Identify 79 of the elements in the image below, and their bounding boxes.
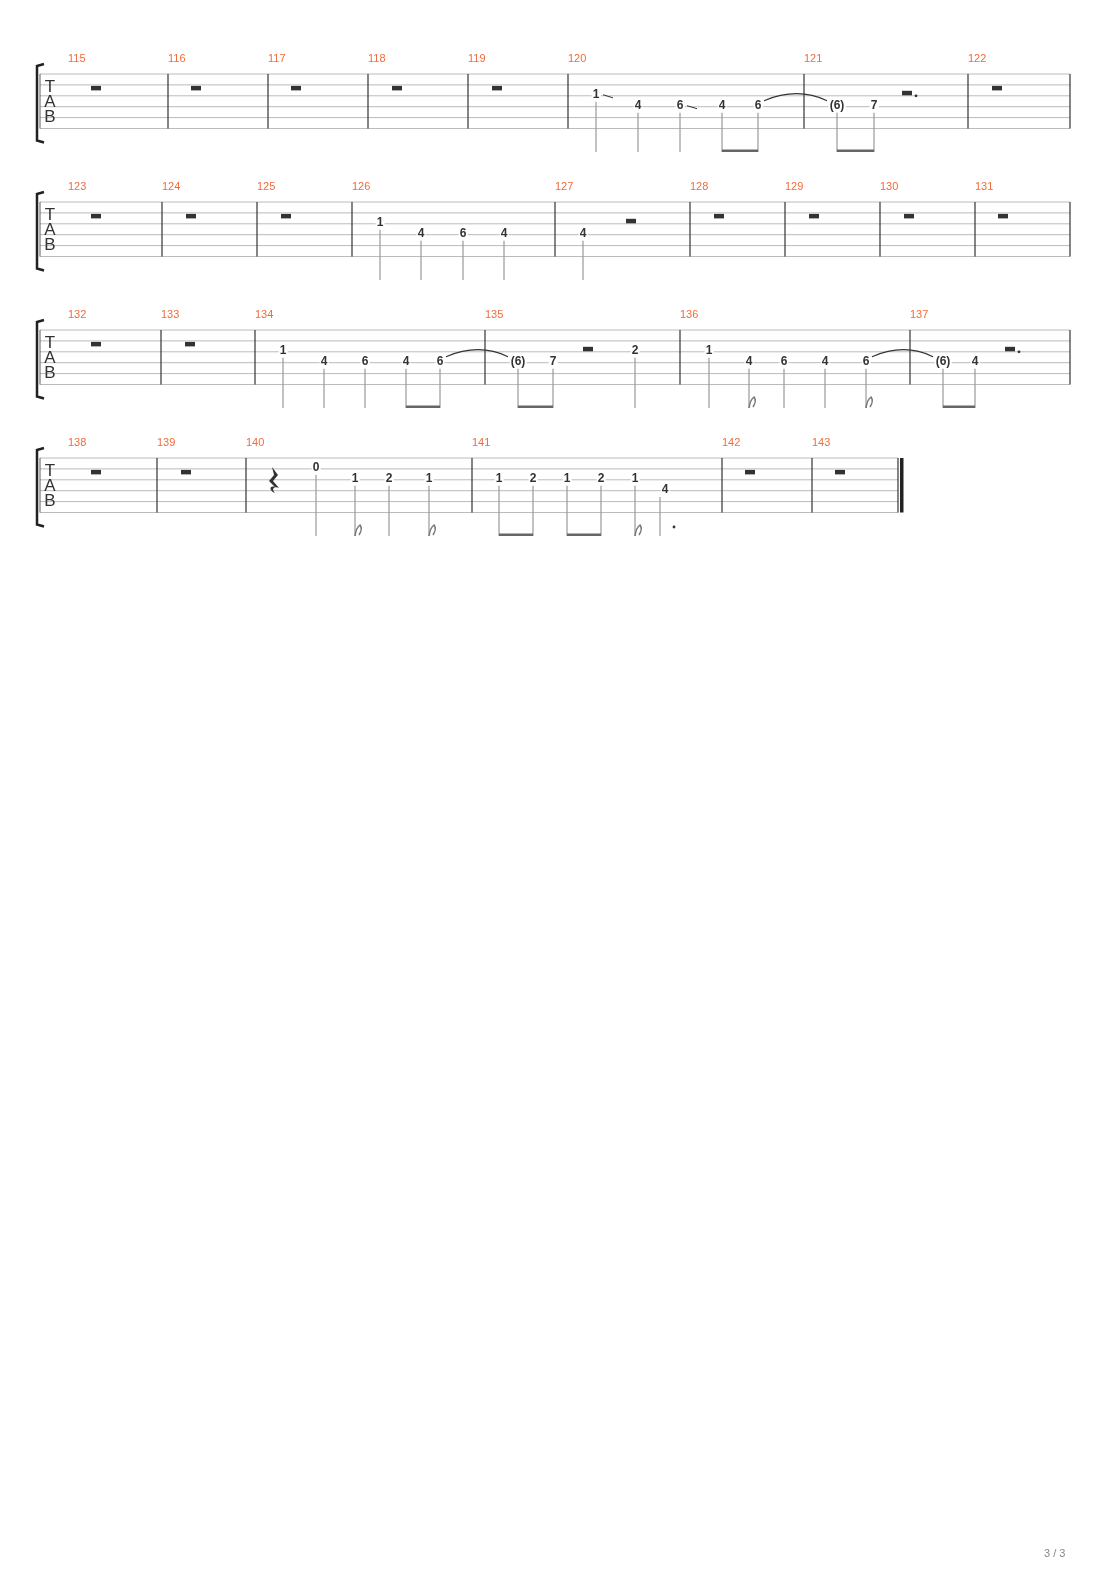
fret-number: 2 (630, 343, 640, 356)
page-number: 3 / 3 (1044, 1547, 1066, 1559)
measure-number: 116 (168, 52, 186, 64)
measure-number: 119 (468, 52, 486, 64)
fret-number: 6 (675, 98, 685, 111)
fret-number: 4 (499, 226, 509, 239)
clef-letter: A (44, 223, 56, 237)
fret-number: 1 (630, 471, 640, 484)
clef-letter: B (44, 110, 56, 124)
fret-number: 1 (591, 87, 601, 100)
measure-number: 125 (257, 180, 276, 192)
fret-number: 1 (494, 471, 504, 484)
clef-letter: T (44, 464, 56, 478)
fret-number: 1 (424, 471, 434, 484)
fret-number: (6) (828, 98, 846, 111)
measure-number: 118 (368, 52, 386, 64)
fret-number: 1 (704, 343, 714, 356)
fret-number: 4 (660, 482, 670, 495)
fret-number: 4 (319, 354, 329, 367)
fret-number: (6) (934, 354, 952, 367)
fret-number: 6 (779, 354, 789, 367)
measure-number: 134 (255, 308, 274, 320)
measure-number: 133 (161, 308, 180, 320)
measure-number: 128 (690, 180, 709, 192)
measure-number: 115 (68, 52, 86, 64)
measure-number: 122 (968, 52, 987, 64)
measure-number: 138 (68, 436, 87, 448)
fret-number: 4 (970, 354, 980, 367)
measure-number: 130 (880, 180, 899, 192)
fret-number: 4 (820, 354, 830, 367)
clef-letter: B (44, 238, 56, 252)
clef-letter: A (44, 95, 56, 109)
fret-number: 1 (562, 471, 572, 484)
fret-number: 4 (401, 354, 411, 367)
fret-number: 6 (360, 354, 370, 367)
fret-number: 6 (861, 354, 871, 367)
fret-number: (6) (509, 354, 527, 367)
clef-letter: T (44, 208, 56, 222)
measure-number: 124 (162, 180, 181, 192)
measure-number: 131 (975, 180, 994, 192)
fret-number: 0 (311, 460, 321, 473)
measure-number: 142 (722, 436, 741, 448)
fret-number: 1 (350, 471, 360, 484)
fret-number: 4 (744, 354, 754, 367)
fret-number: 4 (578, 226, 588, 239)
fret-number: 2 (384, 471, 394, 484)
measure-number: 132 (68, 308, 87, 320)
measure-number: 120 (568, 52, 587, 64)
measure-number: 126 (352, 180, 371, 192)
measure-number: 140 (246, 436, 265, 448)
clef-letter: A (44, 351, 56, 365)
fret-number: 4 (633, 98, 643, 111)
measure-number: 137 (910, 308, 929, 320)
measure-number: 127 (555, 180, 574, 192)
measure-number: 121 (804, 52, 823, 64)
clef-letter: B (44, 494, 56, 508)
measure-number: 136 (680, 308, 699, 320)
fret-number: 7 (869, 98, 879, 111)
fret-number: 6 (753, 98, 763, 111)
fret-number: 4 (717, 98, 727, 111)
measure-number: 123 (68, 180, 87, 192)
clef-letter: T (44, 336, 56, 350)
measure-number: 141 (472, 436, 491, 448)
clef-letter: A (44, 479, 56, 493)
fret-number: 1 (278, 343, 288, 356)
measure-number: 143 (812, 436, 831, 448)
fret-number: 7 (548, 354, 558, 367)
fret-number: 1 (375, 215, 385, 228)
measure-number: 135 (485, 308, 504, 320)
measure-number: 129 (785, 180, 804, 192)
measure-number: 139 (157, 436, 176, 448)
measure-number: 117 (268, 52, 286, 64)
fret-number: 2 (528, 471, 538, 484)
fret-number: 6 (435, 354, 445, 367)
fret-number: 6 (458, 226, 468, 239)
clef-letter: B (44, 366, 56, 380)
fret-number: 2 (596, 471, 606, 484)
clef-letter: T (44, 80, 56, 94)
fret-number: 4 (416, 226, 426, 239)
